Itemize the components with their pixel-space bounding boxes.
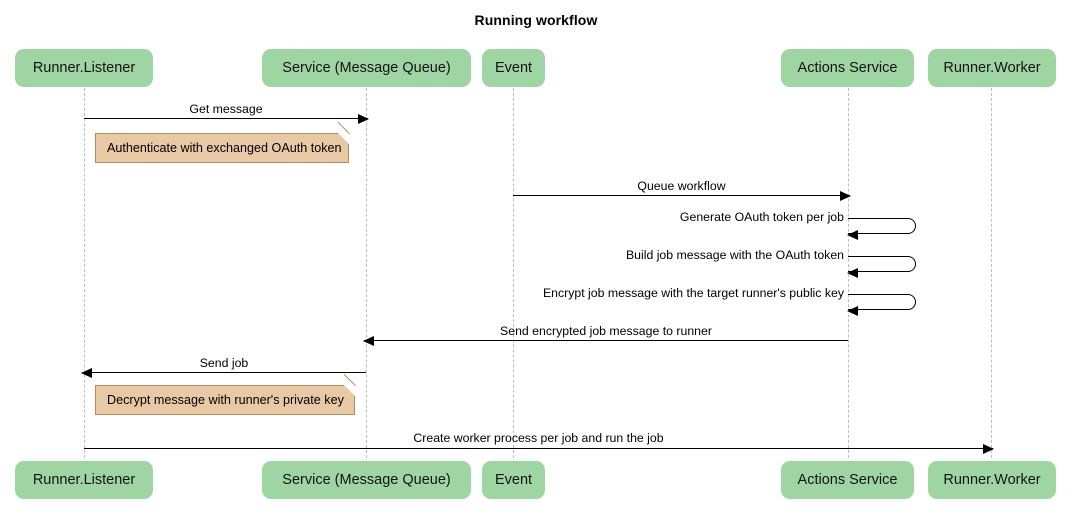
participant-actions-service-top[interactable]: Actions Service <box>781 49 914 87</box>
message-label-get-message: Get message <box>189 102 263 116</box>
participant-label: Service (Message Queue) <box>282 472 451 488</box>
participant-label: Actions Service <box>797 60 898 76</box>
arrowhead-left-icon <box>81 367 92 378</box>
message-send-job[interactable] <box>81 367 366 378</box>
arrowhead-right-icon <box>840 190 851 201</box>
participant-label: Runner.Worker <box>943 60 1041 76</box>
message-label-queue-workflow: Queue workflow <box>637 179 726 193</box>
message-label-send-job: Send job <box>199 356 249 370</box>
participant-service-mq-top[interactable]: Service (Message Queue) <box>262 49 471 87</box>
self-call-label-build-message: Build job message with the OAuth token <box>625 248 844 262</box>
note-label: Authenticate with exchanged OAuth token <box>107 141 342 155</box>
message-label-create-worker: Create worker process per job and run th… <box>413 431 664 445</box>
self-call-label-generate-token: Generate OAuth token per job <box>679 210 844 224</box>
participant-event-bottom[interactable]: Event <box>482 461 545 499</box>
participant-event-top[interactable]: Event <box>482 49 545 87</box>
message-send-encrypted[interactable] <box>363 335 848 346</box>
self-call-encrypt-message[interactable] <box>847 294 916 317</box>
diagram-title: Running workflow <box>474 12 598 28</box>
note-fold-edge-icon <box>343 374 355 386</box>
note-fold-corner-icon <box>344 385 355 396</box>
self-call-label-encrypt-message: Encrypt job message with the target runn… <box>542 286 844 300</box>
note-fold-corner-icon <box>338 133 349 144</box>
note-decrypt: Decrypt message with runner's private ke… <box>95 374 355 415</box>
arrowhead-right-icon <box>983 443 994 454</box>
lifeline-runner-listener <box>84 88 85 458</box>
note-fold-edge-icon <box>337 122 349 134</box>
lifeline-service-mq <box>366 88 367 458</box>
message-create-worker[interactable] <box>84 443 994 454</box>
arrowhead-left-icon <box>847 230 858 241</box>
participant-label: Actions Service <box>797 472 898 488</box>
arrowhead-left-icon <box>847 268 858 279</box>
note-authenticate: Authenticate with exchanged OAuth token <box>95 122 349 163</box>
participant-label: Service (Message Queue) <box>282 60 451 76</box>
participant-runner-worker-top[interactable]: Runner.Worker <box>928 49 1056 87</box>
note-label: Decrypt message with runner's private ke… <box>107 393 344 407</box>
participant-label: Runner.Listener <box>32 472 136 488</box>
lifeline-runner-worker <box>991 88 992 458</box>
arrowhead-left-icon <box>363 335 374 346</box>
participant-runner-listener-bottom[interactable]: Runner.Listener <box>15 461 153 499</box>
participant-label: Event <box>494 60 533 76</box>
participant-actions-service-bottom[interactable]: Actions Service <box>781 461 914 499</box>
message-queue-workflow[interactable] <box>513 190 851 201</box>
message-get-message[interactable] <box>84 113 369 124</box>
self-call-build-message[interactable] <box>847 256 916 279</box>
arrowhead-right-icon <box>358 113 369 124</box>
lifeline-event <box>513 88 514 458</box>
participant-label: Event <box>494 472 533 488</box>
participant-label: Runner.Worker <box>943 472 1041 488</box>
participant-runner-worker-bottom[interactable]: Runner.Worker <box>928 461 1056 499</box>
self-call-generate-token[interactable] <box>847 218 916 241</box>
participant-label: Runner.Listener <box>32 60 136 76</box>
participant-service-mq-bottom[interactable]: Service (Message Queue) <box>262 461 471 499</box>
arrowhead-left-icon <box>847 306 858 317</box>
participant-runner-listener-top[interactable]: Runner.Listener <box>15 49 153 87</box>
message-label-send-encrypted: Send encrypted job message to runner <box>500 324 712 338</box>
